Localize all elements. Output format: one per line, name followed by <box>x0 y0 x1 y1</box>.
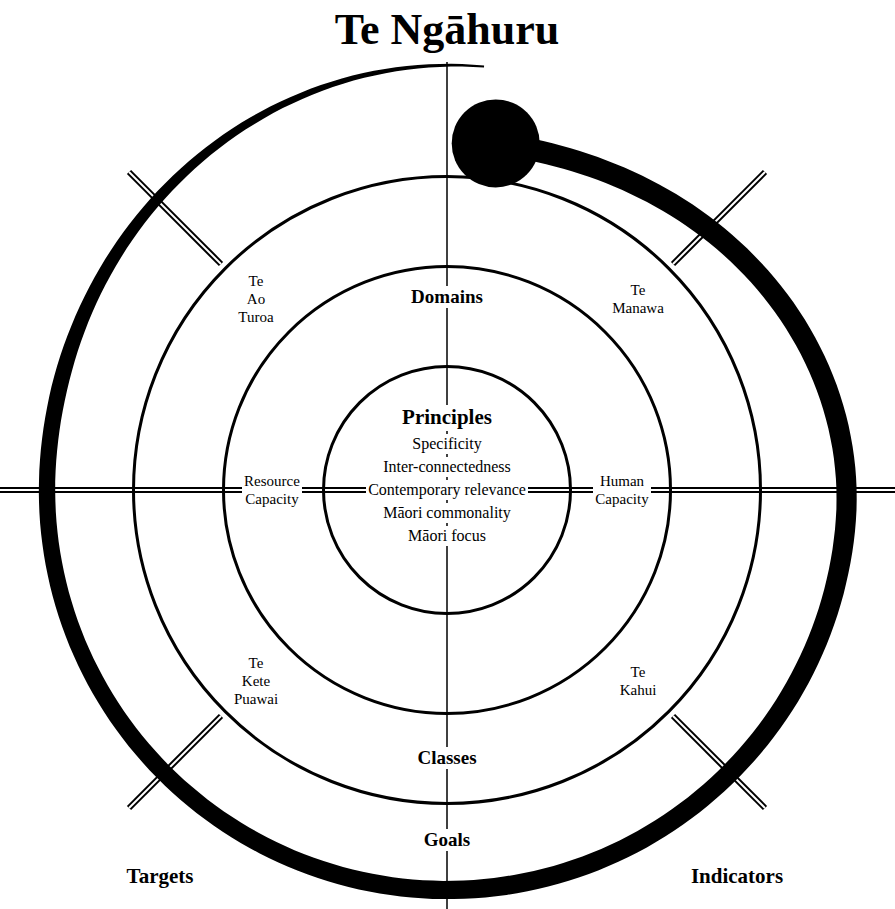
corner-label: Indicators <box>689 864 785 889</box>
diagram-title-holder: Te Ngāhuru <box>333 6 562 54</box>
principle-item-holder: Inter-connectedness <box>381 457 513 476</box>
domain-name-holder: Te Ao Turoa <box>236 272 275 326</box>
ring-heading-holder: Goals <box>422 829 472 852</box>
ring-heading-holder: Classes <box>415 747 478 770</box>
domain-name-holder: Te Kete Puawai <box>232 654 280 708</box>
class-name: Resource Capacity <box>242 472 302 508</box>
ring-heading-holder: Domains <box>409 286 485 309</box>
classes-ring: Classes Te Ao Turoa Te Manawa Te Kete Puawa… <box>132 175 762 805</box>
domain-name-holder: Te Manawa <box>610 281 666 317</box>
principle-item-holder: Māori focus <box>406 526 488 545</box>
ring-circle <box>324 367 571 614</box>
principle-item: Contemporary relevance <box>366 480 528 499</box>
domain-name: Te Kahui <box>618 663 659 699</box>
class-name: Human Capacity <box>593 472 650 508</box>
principle-item-holder: Māori commonality <box>381 503 513 522</box>
ring-heading: Domains <box>409 286 485 309</box>
domain-name: Te Kete Puawai <box>232 654 280 708</box>
corner-label-holder: Indicators <box>689 864 785 889</box>
ring-heading: Classes <box>415 747 478 770</box>
ring-heading: Principles <box>400 405 494 430</box>
principle-item-holder: Specificity <box>410 434 483 453</box>
domain-name-holder: Te Kahui <box>618 663 659 699</box>
principle-item: Inter-connectedness <box>381 457 513 476</box>
spiral-dot <box>452 99 540 187</box>
ring-heading: Goals <box>422 829 472 852</box>
domain-name: Te Manawa <box>610 281 666 317</box>
ring-circle <box>134 177 761 804</box>
ring-circle <box>224 267 671 714</box>
goals-spiral: Goals Classes Te Ao Turoa Te Manawa Te Kete … <box>47 90 847 890</box>
domain-name: Te Ao Turoa <box>236 272 275 326</box>
principles-circle: PrinciplesSpecificityInter-connectedness… <box>322 365 572 615</box>
ring-heading-holder: Principles <box>400 405 494 430</box>
diagonal-dividers <box>129 172 765 808</box>
corner-label-holder: Targets <box>125 864 196 889</box>
class-name-holder: Human Capacity <box>593 472 650 508</box>
diagram-title: Te Ngāhuru <box>333 6 562 54</box>
class-name-holder: Resource Capacity <box>242 472 302 508</box>
principle-item: Specificity <box>410 434 483 453</box>
principle-item-holder: Contemporary relevance <box>366 480 528 499</box>
principle-item: Māori focus <box>406 526 488 545</box>
principle-item: Māori commonality <box>381 503 513 522</box>
corner-label: Targets <box>125 864 196 889</box>
domains-ring: DomainsResource Capacity Human Capacity Pr… <box>222 265 672 715</box>
spiral-band <box>39 64 857 899</box>
